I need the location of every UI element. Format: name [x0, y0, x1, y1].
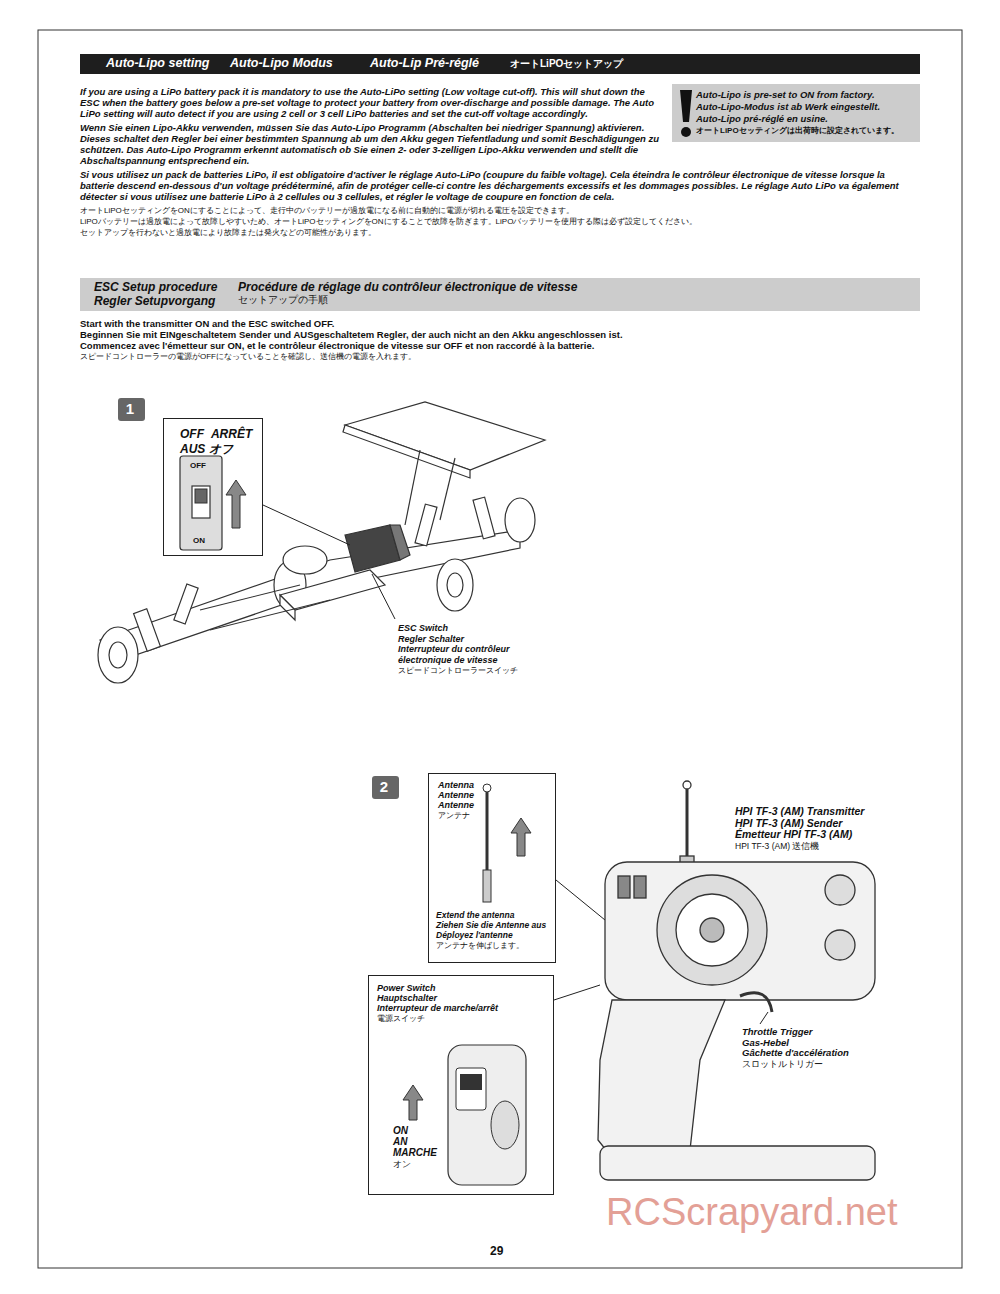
- paragraph: セットアップを行わないと過放電により故障または発火などの可能性があります。: [80, 227, 918, 238]
- part-label: HPI TF-3 (AM) Transmitter: [735, 806, 864, 818]
- watermark: RCScrapyard.net: [606, 1190, 897, 1234]
- box-text: OFF ARRÊT: [180, 427, 252, 441]
- box-text: Extend the antenna: [436, 910, 514, 920]
- paragraph: オートLiPOセッティングをONにすることによって、走行中のバッテリーが過放電に…: [80, 205, 918, 216]
- callout-inset: Power SwitchHauptschalterInterrupteur de…: [368, 975, 554, 1195]
- box-text: MARCHE: [393, 1147, 437, 1159]
- box-text: Auto-Lipo Modus: [230, 56, 333, 71]
- page-number: 29: [490, 1244, 503, 1258]
- callout-inset: AntennaAntenneAntenneアンテナExtend the ante…: [428, 773, 556, 963]
- leader-line: [263, 505, 350, 545]
- switch-slider: [460, 1074, 482, 1090]
- grip-knob: [491, 1101, 519, 1149]
- warning-icon: [676, 86, 696, 142]
- instruction: Start with the transmitter ON and the ES…: [80, 318, 334, 329]
- step-number: 2: [372, 776, 399, 799]
- box-text: Antenna: [438, 780, 474, 791]
- part-label: HPI TF-3 (AM) 送信機: [735, 841, 819, 852]
- box-text: アンテナを伸ばします。: [436, 941, 524, 951]
- box-text: ESC Setup procedure: [94, 280, 217, 294]
- box-text: Power Switch: [377, 983, 436, 994]
- box-text: Auto-Lip Pré-réglé: [370, 56, 479, 71]
- box-text: AUS オフ: [180, 442, 233, 456]
- page-frame: [38, 30, 962, 1268]
- up-arrow: [511, 818, 531, 856]
- box-text: ON: [393, 1125, 408, 1137]
- box-text: Auto-Lipo is pre-set to ON from factory.: [696, 89, 875, 100]
- paragraph: If you are using a LiPo battery pack it …: [80, 86, 665, 119]
- paragraph: Wenn Sie einen Lipo-Akku verwenden, müss…: [80, 122, 665, 166]
- box-text: Hauptschalter: [377, 993, 437, 1004]
- box-text: Interrupteur de marche/arrêt: [377, 1003, 498, 1014]
- box-text: セットアップの手順: [238, 294, 328, 306]
- box-text: オートLiPOセットアップ: [510, 58, 623, 70]
- part-label: HPI TF-3 (AM) Sender: [735, 818, 842, 830]
- antenna-tip: [483, 784, 491, 792]
- box-text: AN: [393, 1136, 407, 1148]
- part-label: Interrupteur du contrôleur électronique …: [398, 644, 526, 665]
- box-text: Déployez l'antenne: [436, 930, 513, 940]
- section-bar: ESC Setup procedure Procédure de réglage …: [80, 278, 920, 311]
- part-label: Throttle Trigger: [742, 1027, 813, 1038]
- note-box: Auto-Lipo is pre-set to ON from factory.…: [672, 84, 920, 142]
- box-text: Regler Setupvorgang: [94, 294, 215, 308]
- switch-marking: ON: [193, 536, 205, 546]
- up-arrow: [403, 1085, 423, 1120]
- header-bar: Auto-Lipo setting Auto-Lipo Modus Auto-Lip…: [80, 54, 920, 74]
- callout-inset: OFF ARRÊTAUS オフ: [163, 418, 263, 556]
- part-label: Émetteur HPI TF-3 (AM): [735, 829, 852, 841]
- antenna-rod: [486, 792, 489, 870]
- leader-line: [760, 1012, 768, 1024]
- box-text: 電源スイッチ: [377, 1014, 425, 1024]
- part-label: スロットルトリガー: [742, 1059, 823, 1070]
- box-text: Auto-Lipo-Modus ist ab Werk eingestellt.: [696, 101, 880, 112]
- buggy-drawing: [98, 402, 545, 683]
- grip-side: [448, 1045, 526, 1185]
- paragraph: Si vous utilisez un pack de batteries Li…: [80, 169, 918, 202]
- box-text: Ziehen Sie die Antenne aus: [436, 920, 546, 930]
- part-label: Gâchette d'accélération: [742, 1048, 849, 1059]
- part-label: スピードコントローラースイッチ: [398, 666, 518, 677]
- leader-line: [554, 985, 600, 1000]
- instruction: Beginnen Sie mit EINgeschaltetem Sender …: [80, 329, 623, 340]
- part-label: Regler Schalter: [398, 634, 464, 645]
- instruction: Commencez avec l'émetteur sur ON, et le …: [80, 340, 594, 351]
- paragraph: LiPOバッテリーは過放電によって故障しやすいため、オートLiPOセッティングを…: [80, 216, 918, 227]
- box-text: Antenne: [438, 800, 474, 811]
- switch-housing: [180, 456, 222, 550]
- transmitter-drawing: [598, 781, 875, 1180]
- switch-panel: [456, 1068, 486, 1110]
- box-text: オートLiPOセッティングは出荷時に設定されています。: [696, 126, 899, 136]
- box-text: 2: [372, 778, 396, 796]
- box-text: 1: [118, 400, 142, 418]
- box-text: Auto-Lipo pré-réglé en usine.: [696, 113, 828, 124]
- switch-toggle: [195, 489, 207, 503]
- leader-line: [372, 574, 395, 619]
- switch-marking: OFF: [190, 461, 206, 471]
- step-number: 1: [118, 398, 145, 421]
- box-text: オン: [393, 1159, 411, 1169]
- part-label: Gas-Hebel: [742, 1038, 789, 1049]
- box-text: アンテナ: [438, 811, 470, 821]
- up-arrow: [226, 480, 246, 528]
- leader-line: [556, 880, 605, 920]
- box-text: Procédure de réglage du contrôleur élect…: [238, 280, 577, 294]
- part-label: ESC Switch: [398, 623, 448, 634]
- antenna-base: [483, 870, 491, 902]
- box-text: Auto-Lipo setting: [106, 56, 209, 71]
- instruction: スピードコントローラーの電源がOFFになっていることを確認し、送信機の電源を入れ…: [80, 351, 416, 362]
- box-text: Antenne: [438, 790, 474, 801]
- switch-slot: [192, 486, 210, 518]
